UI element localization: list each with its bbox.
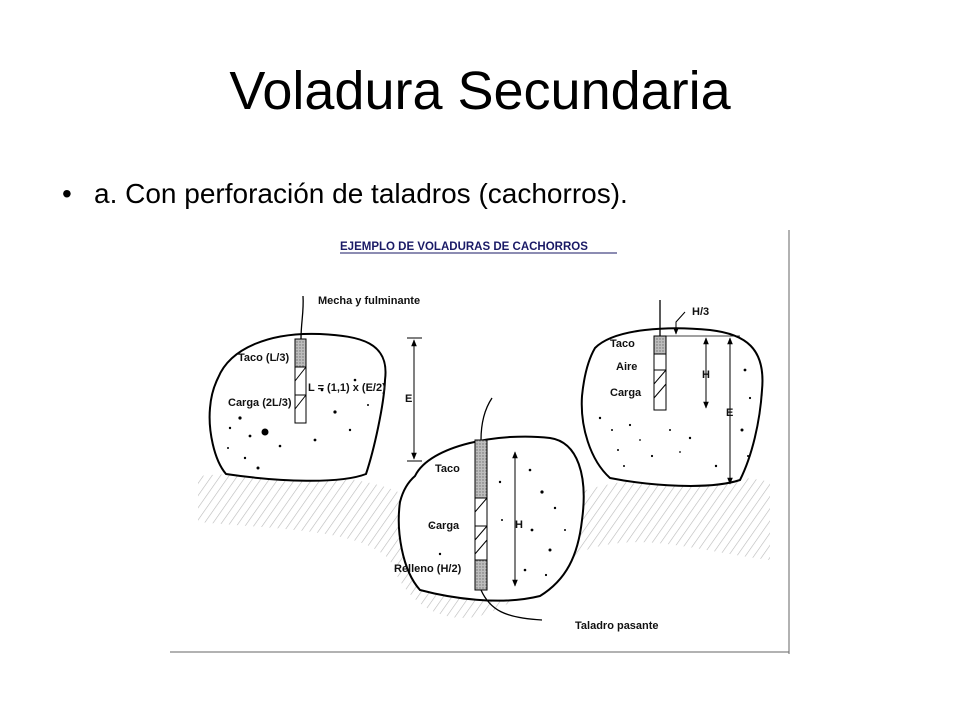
left-fuse	[300, 295, 304, 340]
center-stemming	[474, 439, 488, 499]
center-charge-label: Carga	[428, 520, 460, 532]
diagram-canvas: EJEMPLO DE VOLADURAS DE CACHORROS Mecha …	[170, 230, 790, 654]
center-stemming-label: Taco	[435, 463, 460, 475]
center-through-hole-label: Taladro pasante	[575, 620, 659, 632]
left-boulder: Mecha y fulminante Taco (L/3) Carga (2L/…	[208, 295, 422, 482]
center-fill-label: Relleno (H/2)	[394, 563, 462, 575]
right-height-label: H	[702, 369, 710, 381]
center-through-hole-leader	[480, 589, 543, 621]
right-dimension-label: E	[726, 407, 733, 419]
left-dimension-label: E	[405, 393, 412, 405]
right-top-arrow	[673, 311, 686, 335]
left-formula-label: L = (1,1) x (E/2)	[308, 382, 386, 394]
left-charge-label: Carga (2L/3)	[228, 397, 292, 409]
bullet-item: • a. Con perforación de taladros (cachorr…	[62, 176, 628, 212]
center-fill	[474, 559, 488, 591]
bullet-text: a. Con perforación de taladros (cachorro…	[94, 178, 628, 209]
right-stemming-label: Taco	[610, 338, 635, 350]
diagram-title: EJEMPLO DE VOLADURAS DE CACHORROS	[340, 241, 588, 253]
right-air-label: Aire	[616, 361, 637, 373]
bullet-dot: •	[62, 178, 72, 209]
right-charge-label: Carga	[610, 387, 642, 399]
center-height-label: H	[515, 519, 523, 531]
right-stemming	[653, 335, 667, 355]
blasting-diagram: EJEMPLO DE VOLADURAS DE CACHORROS Mecha …	[170, 230, 792, 654]
left-stemming	[294, 338, 307, 368]
center-fuse	[480, 397, 493, 441]
slide-title: Voladura Secundaria	[229, 61, 731, 121]
right-boulder: H/3 Taco Aire Carga H E	[580, 300, 764, 487]
center-boulder: Taco Carga Relleno (H/2) H Taladro pasan…	[394, 397, 659, 632]
right-boulder-outline	[580, 327, 764, 487]
left-fuse-label: Mecha y fulminante	[318, 295, 420, 307]
center-boulder-outline	[397, 435, 585, 602]
right-top-label: H/3	[692, 306, 709, 318]
left-stemming-label: Taco (L/3)	[238, 352, 289, 364]
